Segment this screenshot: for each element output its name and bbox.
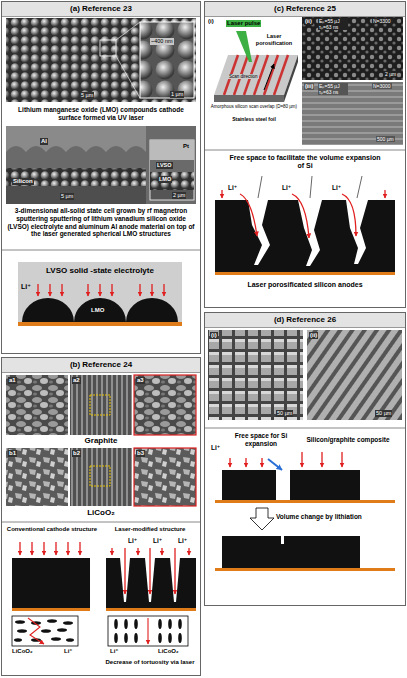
material-label: LiCoO₂: [6, 508, 196, 518]
direction-label: Scan direction: [228, 74, 259, 79]
ion-label: Li⁺: [211, 444, 220, 452]
scale-bar-label: 5 µm: [60, 193, 74, 200]
ion-label: Li⁺: [21, 283, 31, 291]
ion-label: Li⁺: [110, 648, 119, 655]
device-label: Laser pulse: [226, 20, 261, 27]
structure-label: Laser-modified structure: [104, 526, 196, 533]
panel-index: b3: [136, 450, 145, 457]
layer-label: LVSO solid -state electrolyte: [30, 266, 170, 276]
caption-text: Laser porosificated silicon anodes: [212, 281, 398, 289]
scale-bar-label: 500 µm: [376, 136, 395, 142]
material-label: LiCoO₂: [158, 648, 179, 655]
panel-index: (i): [208, 18, 214, 25]
ion-label: Li⁺: [128, 537, 137, 545]
panel-title: (c) Reference 25: [205, 2, 405, 17]
scale-bar-label: 2 µm: [384, 71, 397, 77]
panel-index: a3: [136, 377, 145, 384]
panel-title: (a) Reference 23: [2, 2, 200, 17]
process-label: Laser porosification: [250, 33, 298, 46]
scale-bar-label: 2 µm: [172, 192, 186, 199]
parameter-label: N=3000: [372, 83, 392, 89]
material-label: Graphite: [6, 436, 196, 446]
panel-title: (b) Reference 24: [2, 358, 200, 373]
ion-label: Li⁺: [178, 537, 187, 545]
panel-box: (d) Reference 26: [204, 312, 406, 606]
scale-bar-label: 1 µm: [170, 91, 184, 98]
material-label: Silicon/graphite composite: [296, 436, 400, 444]
ion-label: Li⁺: [153, 537, 162, 545]
panel-index: b1: [8, 450, 17, 457]
ion-label: Li⁺: [332, 184, 341, 192]
structure-label: Conventional cathode structure: [6, 526, 98, 533]
layer-label: Al: [40, 138, 48, 145]
material-label: LiCoO₂: [12, 648, 33, 655]
layer-label: LMO: [91, 307, 104, 314]
ion-label: Li⁺: [228, 184, 237, 192]
ion-label: Li⁺: [282, 184, 291, 192]
scale-bar-label: 50 µm: [276, 410, 293, 417]
caption-text: Volume change by lithiation: [276, 513, 362, 521]
layer-label: Silicon: [12, 178, 34, 185]
scale-bar-label: 50 µm: [375, 410, 392, 417]
panel-index: (ii): [309, 332, 318, 339]
panel-index: a1: [8, 377, 17, 384]
caption-text: Free space for Si expansion: [234, 432, 288, 448]
caption-text: Lithium manganese oxide (LMO) compounds …: [6, 106, 196, 122]
parameter-label: N=3300: [372, 18, 392, 24]
caption-text: Free space to facilitate the volume expa…: [228, 154, 382, 171]
panel-title: (d) Reference 26: [205, 313, 405, 328]
layer-label: Stainless steel foil: [208, 116, 300, 122]
caption-text: 3-dimensional all-solid state cell grown…: [6, 207, 196, 238]
layer-label: Pt: [182, 143, 190, 150]
layer-label: LVSO: [156, 162, 173, 169]
panel-index: b2: [72, 450, 81, 457]
parameter-label: Eₚ=55 µJ τₚ=63 ns: [318, 18, 348, 30]
layer-label: Amorphous silicon scan overlap (D=80 µm): [208, 104, 300, 109]
panel-index: a2: [72, 377, 81, 384]
ion-label: Li⁺: [64, 648, 73, 655]
panel-index: (ii): [304, 18, 313, 25]
dimension-label: ~400 nm: [150, 38, 174, 45]
panel-index: (i): [210, 332, 218, 339]
caption-text: Decrease of tortuosity via laser: [104, 659, 196, 666]
layer-label: LMO: [158, 176, 172, 183]
panel-index: (iii): [304, 83, 314, 90]
scale-bar-label: 5 µm: [80, 92, 94, 99]
parameter-label: Eₚ=55 µJ τₚ=63 ns: [318, 83, 348, 95]
